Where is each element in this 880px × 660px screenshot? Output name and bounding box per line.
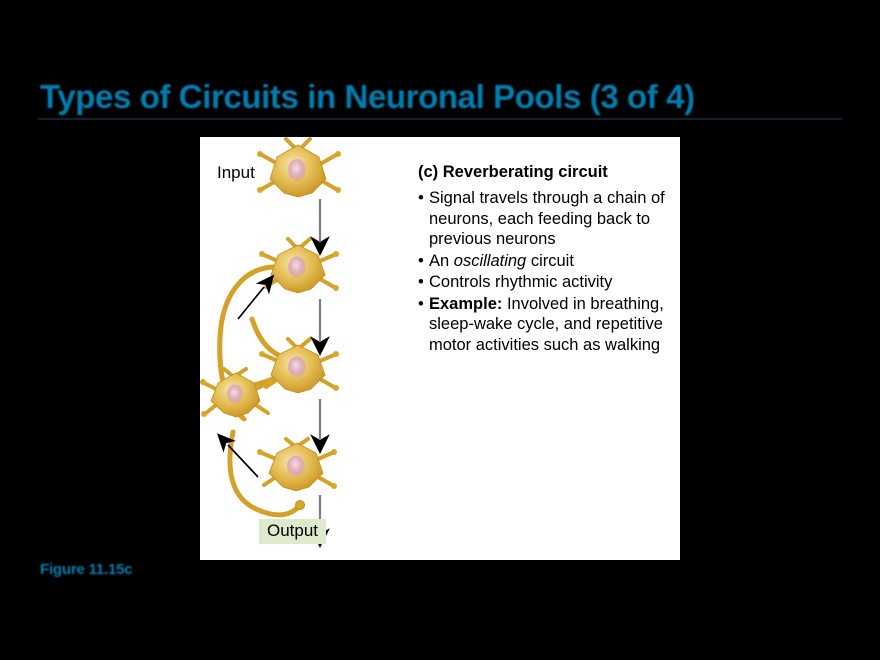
output-label: Output bbox=[259, 519, 327, 544]
bullet-item-3: • Controls rhythmic activity bbox=[418, 272, 673, 293]
bullet-item-4: • Example: Involved in breathing, sleep-… bbox=[418, 294, 673, 356]
neuron-2 bbox=[259, 237, 339, 294]
bullet-marker: • bbox=[418, 294, 424, 313]
circuit-illustration-svg bbox=[200, 137, 341, 548]
neuron-5 bbox=[257, 437, 337, 492]
neuron-3 bbox=[259, 337, 339, 394]
input-label: Input bbox=[217, 163, 255, 182]
bullet-segment: Signal travels through a chain of neuron… bbox=[429, 189, 665, 248]
bullet-segment: Controls rhythmic activity bbox=[429, 273, 613, 291]
neuron-1 bbox=[257, 137, 341, 198]
panel-heading: (c) Reverberating circuit bbox=[418, 163, 608, 181]
bullet-text: An oscillating circuit bbox=[429, 251, 673, 272]
bullet-marker: • bbox=[418, 251, 424, 270]
bullet-item-1: • Signal travels through a chain of neur… bbox=[418, 188, 673, 250]
bullet-text: Signal travels through a chain of neuron… bbox=[429, 188, 673, 250]
bullet-marker: • bbox=[418, 273, 424, 291]
bullet-segment: circuit bbox=[526, 251, 574, 270]
neuron-4 bbox=[200, 367, 273, 418]
bullet-segment: An bbox=[429, 251, 454, 270]
figure-panel: Input Output (c) Reverberating circuit •… bbox=[200, 137, 680, 560]
reverberating-circuit-diagram: Input Output bbox=[200, 137, 400, 560]
page-title: Types of Circuits in Neuronal Pools (3 o… bbox=[40, 78, 695, 115]
bullet-text: Controls rhythmic activity bbox=[429, 272, 673, 293]
bullet-text: Example: Involved in breathing, sleep-wa… bbox=[429, 294, 673, 356]
bullet-segment-bold: Example: bbox=[429, 294, 503, 313]
bullet-segment-italic: oscillating bbox=[453, 251, 527, 270]
figure-text-block: (c) Reverberating circuit • Signal trave… bbox=[418, 162, 673, 356]
figure-caption: Figure 11.15c bbox=[40, 561, 133, 578]
bullet-item-2: • An oscillating circuit bbox=[418, 251, 673, 272]
bullet-segment: Involved in breathing, sleep-wake cycle,… bbox=[429, 294, 664, 354]
title-divider bbox=[38, 118, 842, 120]
feedback-arrows bbox=[216, 274, 275, 478]
bullet-marker: • bbox=[418, 189, 424, 207]
